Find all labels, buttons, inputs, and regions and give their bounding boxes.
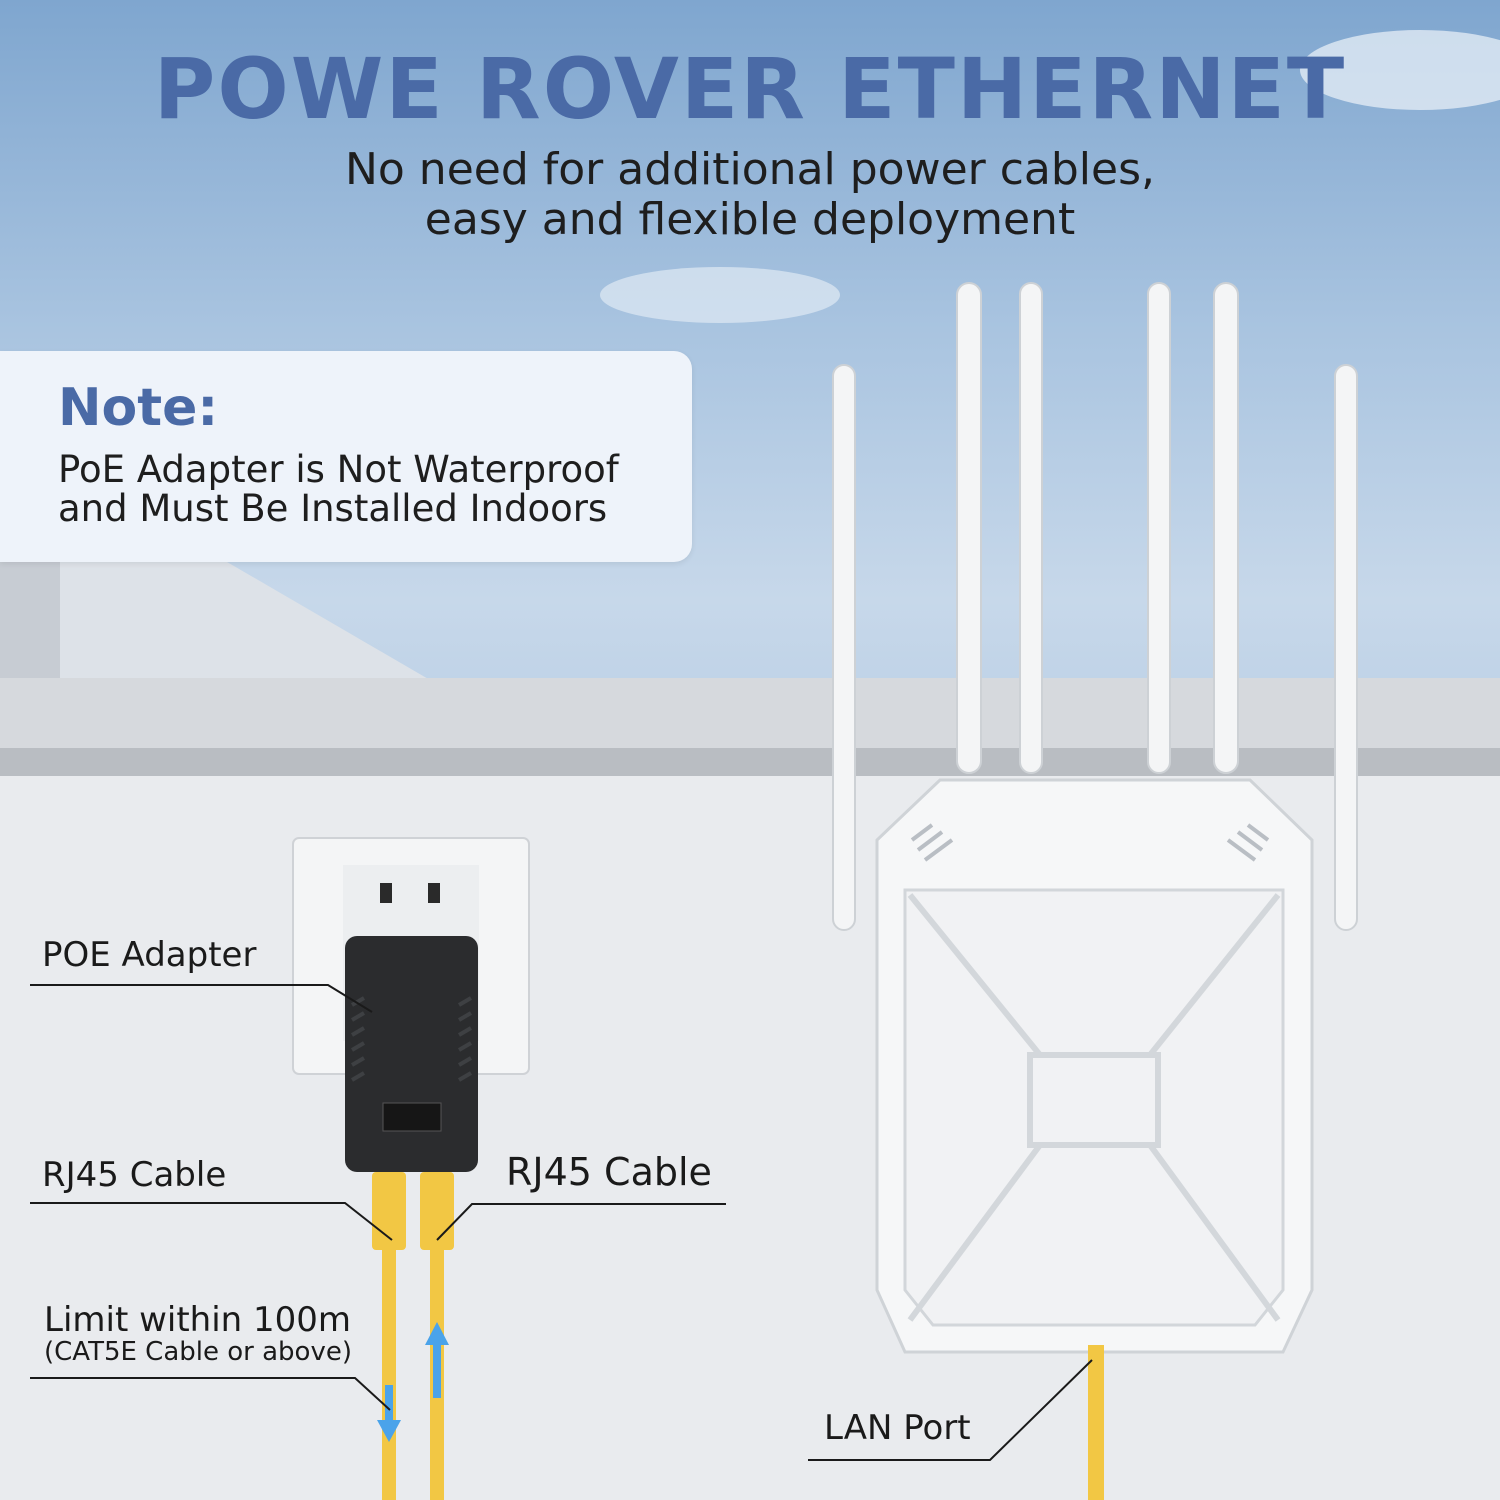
- note-card: [0, 351, 692, 562]
- cloud: [600, 267, 840, 323]
- subtitle-line: No need for additional power cables,: [344, 144, 1156, 195]
- subtitle: No need for additional power cables, eas…: [0, 145, 1500, 245]
- antenna: [956, 282, 982, 774]
- label-lan-port: LAN Port: [824, 1408, 971, 1448]
- cable-left: [382, 1250, 396, 1500]
- adapter-ribs: [350, 996, 473, 1082]
- rj45-connector-right: [420, 1172, 454, 1250]
- page-title: POWE ROVER ETHERNET: [153, 40, 1347, 138]
- label-poe-adapter: POE Adapter: [42, 935, 257, 975]
- label-cable-spec: (CAT5E Cable or above): [44, 1337, 352, 1367]
- cloud: [1300, 30, 1500, 110]
- wall-ledge: [0, 748, 1500, 776]
- antenna: [1334, 364, 1358, 931]
- lan-cable: [1088, 1345, 1104, 1500]
- antenna: [832, 364, 856, 931]
- label-rj45-cable-left: RJ45 Cable: [42, 1155, 227, 1195]
- note-body-line: PoE Adapter is Not Waterproof: [58, 448, 619, 491]
- antennas: [832, 282, 1358, 931]
- antenna: [1019, 282, 1043, 774]
- wall-top: [0, 678, 1500, 748]
- label-rj45-cable-right: RJ45 Cable: [506, 1150, 712, 1194]
- poe-adapter-body: [345, 936, 478, 1172]
- arrow-down-icon: [377, 1385, 401, 1442]
- router-panel: [903, 888, 1285, 1327]
- label-distance-limit: Limit within 100m: [44, 1300, 352, 1340]
- arrow-up-icon: [425, 1322, 449, 1398]
- socket-hole: [428, 883, 440, 903]
- note-title: Note:: [58, 378, 219, 438]
- router-vents: [910, 823, 1270, 862]
- note-body: PoE Adapter is Not Waterproof and Must B…: [58, 450, 688, 528]
- subtitle-line: easy and flexible deployment: [424, 194, 1076, 245]
- socket-hole: [380, 883, 392, 903]
- adapter-led-window: [382, 1102, 442, 1132]
- callout-lines: [30, 984, 1093, 1461]
- note-body-line: and Must Be Installed Indoors: [58, 487, 608, 530]
- antenna: [1213, 282, 1239, 774]
- antenna: [1147, 282, 1171, 774]
- router-panel-lines: [907, 893, 1281, 1322]
